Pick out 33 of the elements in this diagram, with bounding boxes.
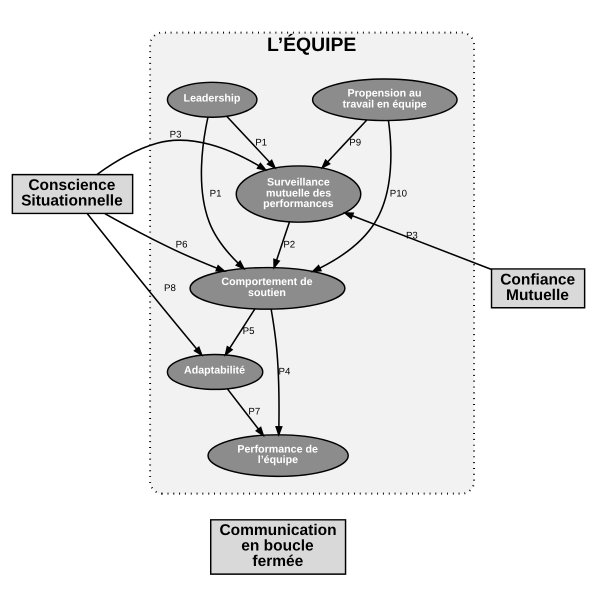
node-box: Confiance Mutuelle — [490, 268, 586, 308]
arrow — [224, 308, 256, 357]
arrow — [86, 213, 204, 357]
node-box: Communication en boucle fermée — [210, 519, 346, 575]
edge-label: P1 — [255, 138, 268, 149]
edge-label: P8 — [164, 282, 176, 294]
node-box: Conscience Situationnelle — [12, 174, 134, 214]
edge-label: P3 — [406, 230, 418, 242]
edge-label: P2 — [283, 239, 296, 250]
edge-label: P7 — [248, 406, 260, 418]
edge-label: P6 — [176, 239, 188, 250]
node-ellipse: Performance de l’équipe — [207, 434, 349, 478]
edge-label: P10 — [390, 188, 408, 200]
arrow — [226, 388, 265, 438]
node-ellipse: Propension au travail en équipe — [312, 78, 458, 122]
node-ellipse: Adaptabilité — [166, 354, 264, 390]
arrow — [226, 116, 277, 170]
node-ellipse: Leadership — [166, 82, 258, 118]
edge-label: P3 — [170, 129, 182, 140]
arrow — [320, 119, 368, 170]
edge-label: P5 — [242, 326, 254, 338]
arrow — [273, 222, 290, 270]
arrow — [270, 308, 283, 437]
edge-label: P9 — [349, 138, 362, 149]
arrow — [310, 120, 392, 273]
arrow — [200, 117, 246, 270]
node-ellipse: Surveillance mutuelle des performances — [236, 165, 362, 223]
arrow — [96, 140, 268, 176]
arrow — [104, 212, 227, 272]
edge-label: P4 — [278, 366, 290, 378]
edge-label: P1 — [210, 188, 222, 200]
arrow — [342, 212, 492, 270]
node-ellipse: Comportement de soutien — [189, 266, 346, 310]
